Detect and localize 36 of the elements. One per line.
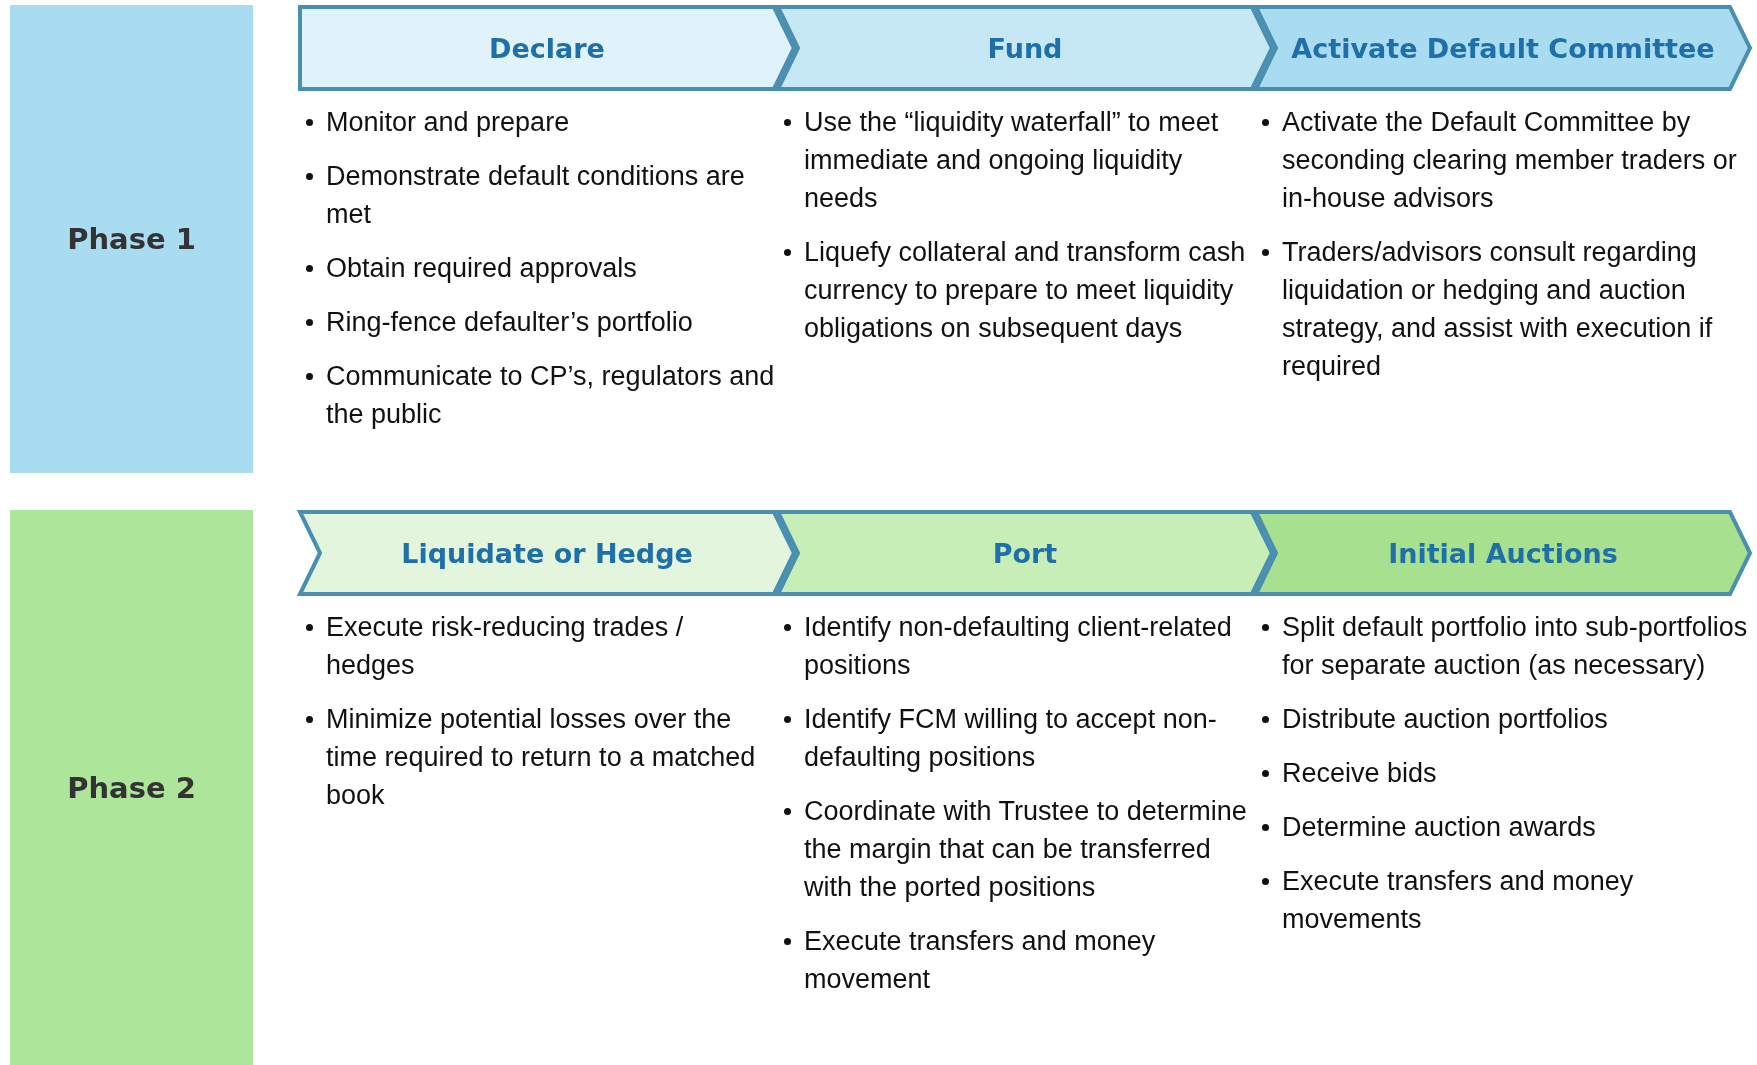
bullet-text: Identify non-defaulting client-related positions xyxy=(804,612,1232,680)
bullet-text: Determine auction awards xyxy=(1282,812,1596,842)
process-step xyxy=(298,5,796,91)
phase-label: Phase 1 xyxy=(67,222,196,256)
bullet-text: Execute transfers and money movement xyxy=(804,926,1156,994)
bullet-text: Execute transfers and money movements xyxy=(1282,866,1634,934)
step-title: Declare xyxy=(488,32,606,64)
bullet-text: Execute risk-reducing trades / hedges xyxy=(326,612,684,680)
step-title: Fund xyxy=(986,32,1064,64)
process-step xyxy=(1254,5,1752,91)
bullet-text: Distribute auction portfolios xyxy=(1282,704,1608,734)
step-title: Port xyxy=(991,537,1059,569)
step-title: Liquidate or Hedge xyxy=(400,537,694,569)
bullet-text: Minimize potential losses over the time required to return to a matched book xyxy=(326,704,756,810)
bullet-text: Obtain required approvals xyxy=(326,253,637,283)
bullet-text: Receive bids xyxy=(1282,758,1437,788)
step-title: Initial Auctions xyxy=(1387,537,1619,569)
bullet-text: Monitor and prepare xyxy=(326,107,570,137)
phase-label: Phase 2 xyxy=(67,770,196,805)
bullet-text: Identify FCM willing to accept non-defaulting positions xyxy=(804,704,1217,772)
process-step xyxy=(776,510,1274,596)
phase-panel xyxy=(10,5,253,473)
bullet-text: Ring-fence defaulter’s portfolio xyxy=(326,307,693,337)
bullet-text: Split default portfolio into sub-portfolios for separate auction (as necessary) xyxy=(1282,612,1748,680)
bullet-text: Coordinate with Trustee to determine the margin that can be transferred with the ported positions xyxy=(804,796,1247,902)
bullet-text: Liquefy collateral and transform cash currency to prepare to meet liquidity obligations on subsequent days xyxy=(804,237,1246,343)
bullet-text: Traders/advisors consult regarding liquidation or hedging and auction strategy, and assist with execution if required xyxy=(1282,237,1713,381)
process-step xyxy=(298,510,796,596)
process-step xyxy=(776,5,1274,91)
bullet-text: Demonstrate default conditions are met xyxy=(326,161,745,229)
phase-panel xyxy=(10,510,253,1065)
bullet-text: Use the “liquidity waterfall” to meet immediate and ongoing liquidity needs xyxy=(804,107,1219,213)
process-step xyxy=(1254,510,1752,596)
bullet-text: Activate the Default Committee by seconding clearing member traders or in-house advisors xyxy=(1282,107,1737,213)
bullet-text: Communicate to CP’s, regulators and the public xyxy=(326,361,775,429)
step-title: Activate Default Committee xyxy=(1290,32,1716,64)
